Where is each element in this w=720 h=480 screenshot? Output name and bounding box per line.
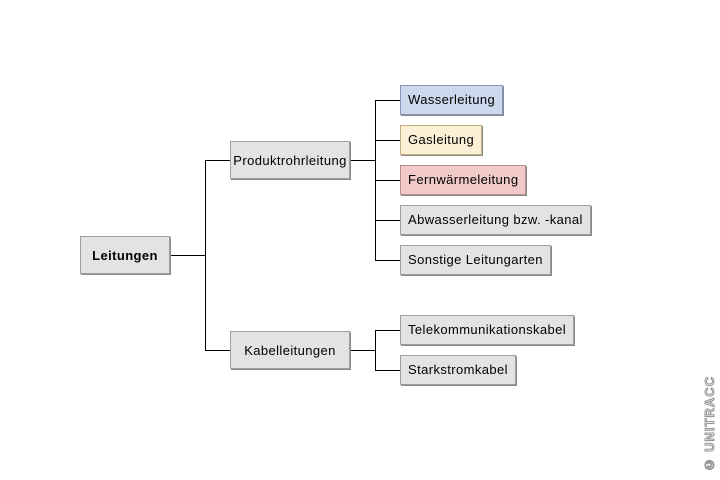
- connector-to-starkstromkabel: [375, 370, 400, 371]
- connector-to-produktrohrleitung: [205, 160, 230, 161]
- connector-to-gasleitung: [375, 140, 400, 141]
- connector-trunk-level1: [205, 160, 206, 351]
- connector-to-wasserleitung: [375, 100, 400, 101]
- connector-root-to-trunk: [170, 255, 205, 256]
- connector-to-sonstige-leitungarten: [375, 260, 400, 261]
- node-produktrohrleitung: Produktrohrleitung: [230, 141, 350, 179]
- connector-trunk-kabel-children: [375, 330, 376, 371]
- node-gasleitung: Gasleitung: [400, 125, 483, 155]
- node-fernwaermeleitung: Fernwärmeleitung: [400, 165, 527, 195]
- connector-to-fernwaermeleitung: [375, 180, 400, 181]
- connector-to-telekommunikationskabel: [375, 330, 400, 331]
- node-starkstromkabel: Starkstromkabel: [400, 355, 516, 385]
- node-wasserleitung: Wasserleitung: [400, 85, 504, 115]
- connector-produktrohrleitung-out: [350, 160, 375, 161]
- node-sonstige-leitungarten: Sonstige Leitungarten: [400, 245, 551, 275]
- connector-to-kabelleitungen: [205, 350, 230, 351]
- connector-to-abwasserleitung: [375, 220, 400, 221]
- node-kabelleitungen: Kabelleitungen: [230, 331, 350, 369]
- connector-kabelleitungen-out: [350, 350, 375, 351]
- node-leitungen: Leitungen: [80, 236, 170, 274]
- node-abwasserleitung-bzw-kanal: Abwasserleitung bzw. -kanal: [400, 205, 591, 235]
- node-telekommunikationskabel: Telekommunikationskabel: [400, 315, 575, 345]
- unitracc-watermark: © UNITRACC: [702, 375, 718, 472]
